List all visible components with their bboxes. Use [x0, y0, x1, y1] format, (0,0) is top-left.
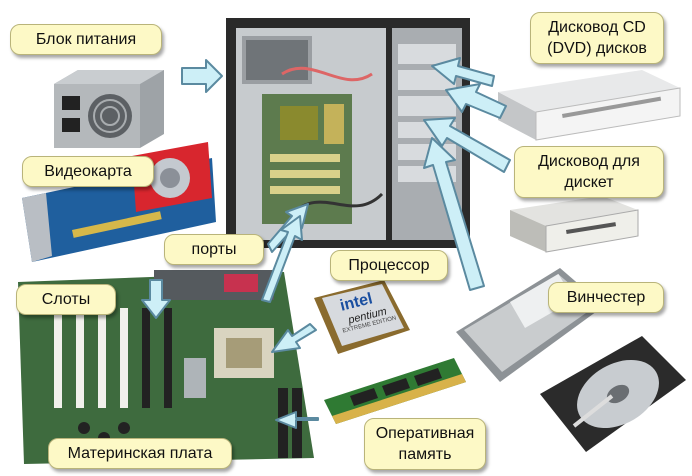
arrow-hdd: [423, 137, 485, 291]
motherboard-image: [14, 268, 320, 468]
arrow-cpu: [271, 323, 317, 353]
label-cd-dvd-drive: Дисковод CD (DVD) дисков: [530, 12, 664, 64]
label-floppy-drive: Дисковод для дискет: [514, 146, 664, 198]
label-ram: Оперативная память: [364, 418, 486, 470]
arrow-cd-2: [445, 83, 507, 119]
label-processor: Процессор: [330, 250, 448, 281]
cpu-chip-image: intel pentium EXTREME EDITION: [310, 276, 414, 358]
label-slots: Слоты: [16, 284, 116, 315]
arrow-cd: [431, 57, 495, 87]
label-video-card: Видеокарта: [22, 156, 154, 187]
cd-dvd-drive-image: [492, 62, 684, 142]
label-motherboard: Материнская плата: [48, 438, 232, 469]
arrow-psu: [181, 59, 223, 93]
power-supply-image: [50, 64, 168, 152]
ram-stick-image: [320, 354, 470, 428]
arrow-floppy: [423, 117, 511, 173]
label-power-supply: Блок питания: [10, 24, 162, 55]
arrow-board-up: [261, 215, 303, 303]
label-ports: порты: [164, 234, 264, 265]
arrow-slots: [141, 279, 171, 319]
floppy-drive-image: [506, 192, 642, 256]
label-hard-drive: Винчестер: [548, 282, 664, 313]
open-hard-drive-image: [534, 330, 690, 458]
arrow-ram: [275, 411, 319, 429]
